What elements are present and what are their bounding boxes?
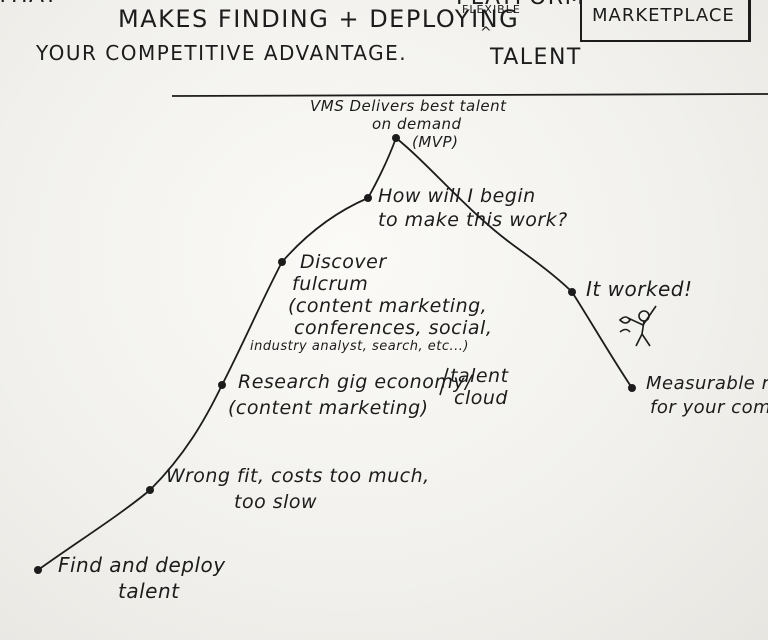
header-line2-left: YOUR COMPETITIVE ADVANTAGE.: [36, 41, 408, 65]
header-line0-right: PLATFORM: [456, 0, 585, 11]
node-wrongfit-line2: too slow: [234, 491, 318, 513]
node-dot-find: [34, 566, 42, 574]
node-find-line1: Find and deploy: [58, 553, 226, 577]
descending-path: [395, 137, 633, 389]
node-top-line3: (MVP): [412, 133, 459, 151]
header-line1: MAKES FINDING + DEPLOYING: [118, 5, 520, 33]
node-dot-research: [218, 381, 226, 389]
node-measurable-line1: Measurable re: [646, 373, 768, 394]
node-top-line2: on demand: [372, 115, 462, 133]
flexible-label: FLEXIBLE: [462, 3, 521, 16]
node-dot-worked: [568, 288, 576, 296]
node-dot-fulcrum: [278, 258, 286, 266]
node-fulcrum-line4: conferences, social,: [294, 317, 493, 339]
node-worked-line1: It worked!: [586, 277, 693, 301]
slash-mark: [439, 367, 449, 396]
node-research-line1: Research gig economy/: [238, 371, 472, 393]
node-dot-top: [392, 134, 400, 142]
node-research-side2: cloud: [454, 387, 508, 409]
node-research-line2: (content marketing): [228, 397, 429, 419]
node-dot-measurable: [628, 384, 636, 392]
node-begin-line1: How will I begin: [378, 185, 536, 207]
marketplace-label: MARKETPLACE: [592, 5, 735, 26]
node-top-line1: VMS Delivers best talent: [310, 97, 507, 115]
node-begin-line2: to make this work?: [378, 209, 568, 231]
header-line0-left: THAT: [0, 0, 59, 9]
node-wrongfit-line1: Wrong fit, costs too much,: [166, 465, 430, 487]
node-fulcrum-line1: Discover: [300, 251, 387, 273]
node-fulcrum-line3: (content marketing,: [288, 295, 488, 317]
node-fulcrum-line2: fulcrum: [292, 273, 369, 295]
node-measurable-line2: for your compa: [650, 397, 768, 418]
divider-line: [171, 92, 768, 97]
marketplace-bracket: [580, 0, 751, 42]
node-fulcrum-small: industry analyst, search, etc...): [250, 339, 469, 354]
node-dot-begin: [364, 194, 372, 202]
header-line2-right: TALENT: [490, 45, 582, 70]
node-dot-wrongfit: [146, 486, 154, 494]
celebrating-figure-icon: [618, 305, 657, 347]
node-find-line2: talent: [118, 579, 180, 603]
caret-mark: ^: [480, 25, 493, 41]
node-research-side1: talent: [450, 365, 509, 387]
